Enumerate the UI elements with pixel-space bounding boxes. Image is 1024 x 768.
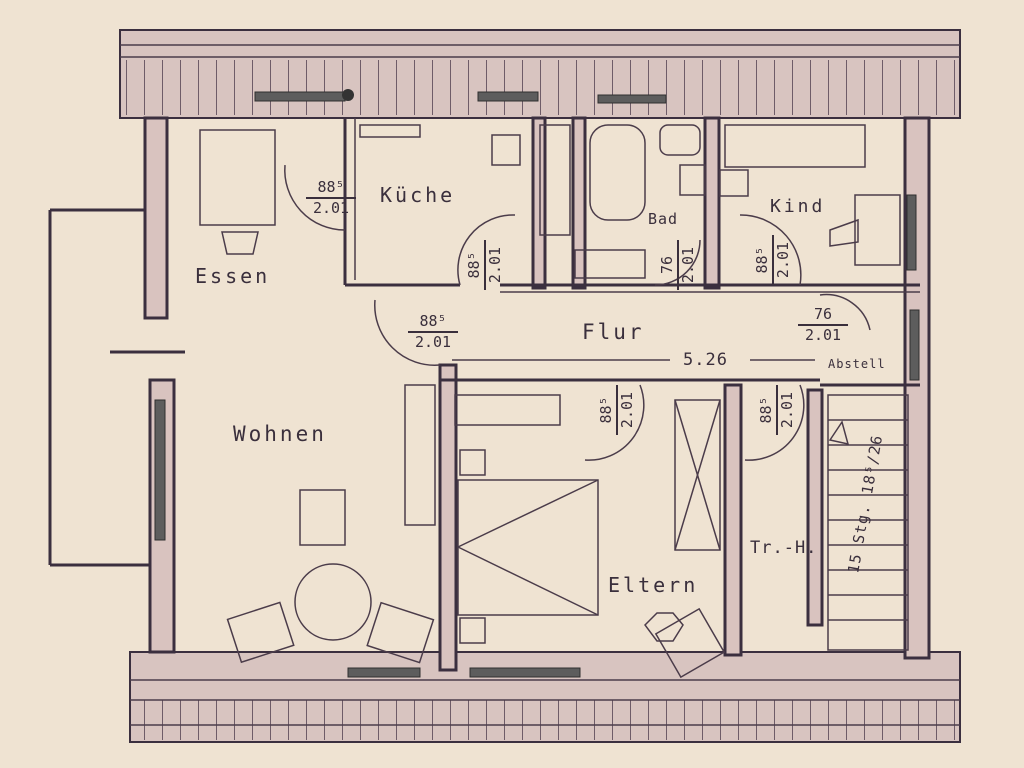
kind-bed <box>724 124 866 168</box>
armchair <box>299 489 346 546</box>
window-bottom-2 <box>469 667 581 678</box>
room-label-abstell: Abstell <box>828 357 886 371</box>
toilet <box>659 124 701 156</box>
dim-flur-door: 88⁵ 2.01 <box>408 312 458 352</box>
window-top-2 <box>477 91 539 102</box>
dim-eltern-door-right: 88⁵ 2.01 <box>757 385 797 435</box>
room-label-essen: Essen <box>195 264 271 288</box>
dim-bad-door-left: 88⁵ 2.01 <box>465 240 505 290</box>
dim-width: 88⁵ <box>753 246 771 274</box>
room-label-kueche: Küche <box>380 183 456 207</box>
dim-width: 88⁵ <box>419 312 447 330</box>
dim-width: 88⁵ <box>597 396 615 424</box>
double-bed <box>457 479 599 616</box>
roof-bottom <box>129 651 961 743</box>
dim-width: 76 <box>813 305 833 323</box>
coffee-table <box>294 563 372 641</box>
sink <box>679 164 706 196</box>
window-top-3 <box>597 94 667 104</box>
roof-top <box>119 29 961 119</box>
room-label-treppenhaus: Tr.-H. <box>750 538 818 558</box>
dim-height: 2.01 <box>408 331 458 352</box>
room-label-bad: Bad <box>648 210 679 228</box>
kitchen-tall-cabinet <box>539 124 571 236</box>
nightstand-2 <box>459 617 486 644</box>
kitchen-stove <box>491 134 521 166</box>
dim-kueche-door: 88⁵ 2.01 <box>306 178 356 218</box>
dining-table <box>199 129 276 226</box>
door-arcs <box>284 164 871 461</box>
window-bottom-1 <box>347 667 421 678</box>
bathtub <box>589 124 646 221</box>
kitchen-counter <box>359 124 421 138</box>
wohnen-sideboard <box>404 384 436 526</box>
dim-height: 2.01 <box>484 240 505 290</box>
dim-abstell-door: 76 2.01 <box>798 305 848 345</box>
dim-width: 88⁵ <box>317 178 345 196</box>
dim-height: 2.01 <box>772 235 793 285</box>
dim-width: 88⁵ <box>465 251 483 279</box>
dim-width: 88⁵ <box>757 396 775 424</box>
dim-width: 76 <box>658 255 676 275</box>
dim-height: 2.01 <box>616 385 637 435</box>
dim-flur-length: 5.26 <box>683 350 728 370</box>
chair-essen <box>221 231 259 255</box>
outer-walls <box>48 116 931 660</box>
dim-bad-door-right: 76 2.01 <box>658 240 698 290</box>
kind-chair <box>829 218 859 247</box>
eltern-chair <box>654 607 726 679</box>
dim-height: 2.01 <box>776 385 797 435</box>
room-label-eltern: Eltern <box>608 573 699 597</box>
room-label-kind: Kind <box>770 196 826 217</box>
dim-height: 2.01 <box>306 197 356 218</box>
wardrobe <box>454 394 561 426</box>
room-label-wohnen: Wohnen <box>233 422 327 446</box>
bath-cabinet <box>574 249 646 279</box>
dim-height: 2.01 <box>798 324 848 345</box>
furniture <box>199 124 901 679</box>
room-label-flur: Flur <box>582 320 645 344</box>
kind-shelf <box>719 169 749 197</box>
staircase <box>827 394 909 651</box>
kind-desk <box>854 194 901 266</box>
eltern-table <box>644 612 684 642</box>
nightstand-1 <box>459 449 486 476</box>
eltern-wardrobe <box>674 399 721 551</box>
sofa-chair-right <box>366 601 435 664</box>
window-top-1 <box>254 91 346 102</box>
dim-eltern-door-left: 88⁵ 2.01 <box>597 385 637 435</box>
interior-walls <box>343 116 920 672</box>
sofa-chair-left <box>226 601 295 664</box>
dim-height: 2.01 <box>677 240 698 290</box>
dim-kind-door: 88⁵ 2.01 <box>753 235 793 285</box>
